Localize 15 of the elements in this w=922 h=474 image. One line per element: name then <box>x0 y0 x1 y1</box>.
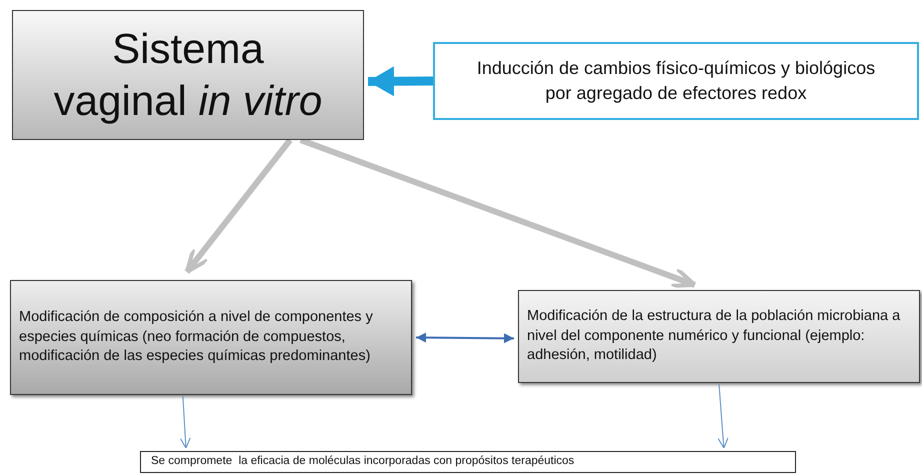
arrow <box>416 332 514 344</box>
head-box <box>12 10 364 140</box>
arrow <box>184 138 292 274</box>
box-text: Modificación de composición a nivel de componentes y especies químicas (neo formación de compuestos, modificación de las especies químicas predominantes) <box>19 308 374 366</box>
result-box <box>140 451 796 473</box>
arrow <box>180 396 191 448</box>
title-text: Sistema vaginal in vitro <box>52 24 324 126</box>
box-text: Inducción de cambios físico-químicos y biológicos por agregado de efectores redox <box>476 56 876 105</box>
process-box <box>518 290 920 383</box>
process-box <box>10 280 412 395</box>
note-box <box>433 42 919 120</box>
box-text: Se compromete la eficacia de moléculas incorporadas con propósitos terapéuticos <box>151 455 574 469</box>
arrow <box>718 384 729 448</box>
box-text: Modificación de la estructura de la población microbiana a nivel del componente numérico y funcional (ejemplo: adhesión, motilidad) <box>527 307 902 366</box>
arrow <box>368 66 434 96</box>
